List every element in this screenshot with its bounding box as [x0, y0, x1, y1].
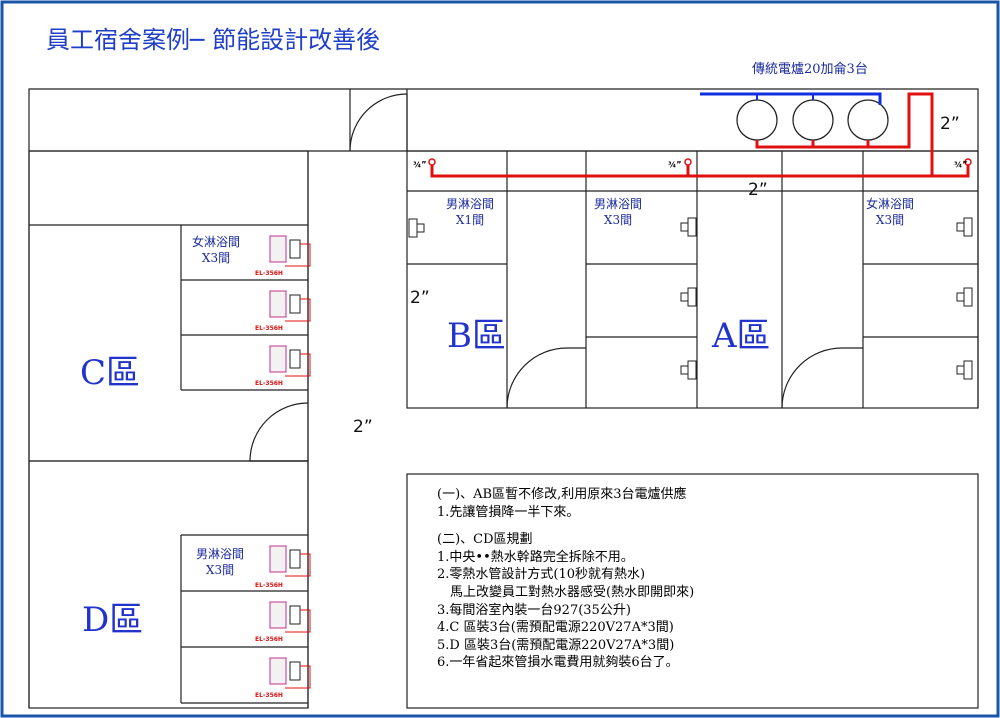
- building-walls: [28, 88, 979, 709]
- branch-size-label: ¾”: [413, 160, 427, 169]
- hot-water-pipe: [430, 92, 970, 178]
- cold-water-pipe: [700, 92, 882, 105]
- note-line: 2.零熱水管設計方式(10秒就有熱水): [437, 567, 646, 583]
- notes-text: (一)、AB區暫不修改,利用原來3台電爐供應 1.先讓管損降一半下來。 (二)、…: [437, 486, 694, 672]
- heater-model-label: EL-356H: [255, 582, 283, 589]
- heater-model-label: EL-356H: [255, 325, 283, 332]
- heater-label: 傳統電爐20加侖3台: [752, 62, 868, 77]
- heater-tank-3: [847, 99, 889, 141]
- heater-model-label: EL-356H: [255, 692, 283, 699]
- branch-size-label: ¾”: [954, 160, 968, 169]
- faucet-icon: [956, 360, 973, 380]
- note-line: (一)、AB區暫不修改,利用原來3台電爐供應: [437, 487, 687, 502]
- pipe-size-label: 2”: [353, 417, 373, 437]
- branch-size-label: ¾”: [668, 160, 682, 169]
- instant-heaters: [269, 235, 311, 689]
- faucet-fixtures: [408, 217, 973, 380]
- pipe-size-label: 2”: [940, 114, 960, 134]
- faucet-icon: [680, 287, 697, 307]
- heater-tank-1: [736, 99, 778, 141]
- note-line: 3.每間浴室內裝一台927(35公升): [437, 602, 631, 618]
- instant-heater-icon: [269, 235, 311, 267]
- door-swings: [249, 93, 863, 462]
- instant-heater-icon: [269, 290, 311, 322]
- note-line: 5.D 區裝3台(需預配電源220V27A*3間): [437, 637, 675, 653]
- faucet-icon: [956, 287, 973, 307]
- heater-model-label: EL-356H: [255, 380, 283, 387]
- cold-water-drops: [756, 94, 814, 100]
- page-title: 員工宿舍案例─ 節能設計改善後: [46, 26, 381, 54]
- faucet-icon: [680, 217, 697, 237]
- heater-model-label: EL-356H: [255, 636, 283, 643]
- zone-label-b: B區: [447, 316, 506, 356]
- pipe-size-label: 2”: [410, 288, 430, 308]
- note-line: (二)、CD區規劃: [437, 532, 533, 548]
- note-line: 6.一年省起來管損水電費用就夠裝6台了。: [437, 655, 679, 671]
- heater-tank-2: [792, 99, 834, 141]
- heater-model-label: EL-356H: [255, 270, 283, 277]
- zone-label-d: D區: [82, 600, 144, 640]
- instant-heater-icon: [269, 345, 311, 377]
- faucet-icon: [956, 217, 973, 237]
- faucet-icon: [680, 360, 697, 380]
- pipe-size-label: 2”: [748, 180, 768, 200]
- instant-heater-icon: [269, 601, 311, 633]
- note-line: [437, 521, 694, 531]
- note-line: 4.C 區裝3台(需預配電源220V27A*3間): [437, 620, 674, 636]
- zone-label-a: A區: [712, 316, 771, 356]
- pipe-ends: [428, 158, 972, 166]
- instant-heater-icon: [269, 657, 311, 689]
- faucet-icon: [408, 218, 425, 238]
- electric-heaters: [736, 99, 889, 141]
- note-line: 1.先讓管損降一半下來。: [437, 504, 580, 520]
- note-line: 1.中央••熱水幹路完全拆除不用。: [437, 549, 634, 565]
- note-line: 馬上改變員工對熱水器感受(熱水即開即來): [437, 584, 695, 600]
- instant-heater-icon: [269, 545, 311, 577]
- zone-label-c: C區: [80, 353, 141, 393]
